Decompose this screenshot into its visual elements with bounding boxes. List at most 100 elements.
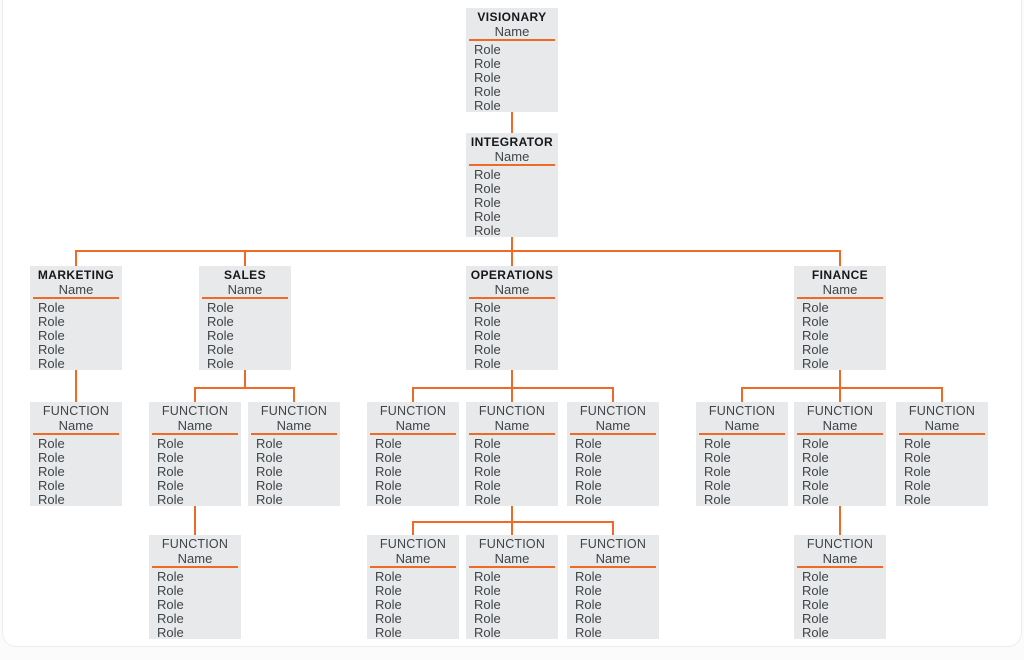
role-label: Role	[802, 625, 829, 640]
role-label: Role	[575, 450, 602, 465]
role-label: Role	[157, 478, 184, 493]
connector-vertical	[839, 388, 841, 402]
connector-vertical	[244, 370, 246, 389]
role-label: Role	[375, 583, 402, 598]
connector-vertical	[244, 251, 246, 266]
connector-vertical	[511, 388, 513, 402]
role-label: Role	[474, 314, 501, 329]
box-name: Name	[494, 24, 530, 39]
role-label: Role	[157, 625, 184, 640]
box-title: FUNCTION	[161, 404, 229, 418]
name-underline	[469, 297, 555, 299]
name-underline	[251, 433, 337, 435]
box-title: FUNCTION	[806, 404, 874, 418]
role-label: Role	[474, 436, 501, 451]
connector-horizontal	[194, 387, 295, 389]
name-underline	[469, 433, 555, 435]
name-underline	[699, 433, 785, 435]
role-label: Role	[802, 356, 829, 371]
role-label: Role	[802, 569, 829, 584]
box-name: Name	[494, 149, 530, 164]
role-label: Role	[157, 436, 184, 451]
role-label: Role	[474, 328, 501, 343]
connector-vertical	[741, 388, 743, 402]
box-name: Name	[395, 551, 431, 566]
box-title: FUNCTION	[478, 404, 546, 418]
connector-horizontal	[741, 387, 943, 389]
role-label: Role	[157, 569, 184, 584]
connector-vertical	[839, 370, 841, 389]
role-label: Role	[474, 342, 501, 357]
connector-vertical	[511, 112, 513, 133]
role-label: Role	[802, 597, 829, 612]
box-name: Name	[276, 418, 312, 433]
role-label: Role	[904, 492, 931, 507]
role-label: Role	[207, 314, 234, 329]
box-title: MARKETING	[37, 268, 115, 282]
role-label: Role	[474, 356, 501, 371]
box-name: Name	[822, 418, 858, 433]
box-name: Name	[822, 282, 858, 297]
role-label: Role	[802, 450, 829, 465]
role-label: Role	[375, 492, 402, 507]
role-label: Role	[575, 492, 602, 507]
role-label: Role	[474, 98, 501, 113]
role-label: Role	[474, 464, 501, 479]
role-label: Role	[802, 478, 829, 493]
role-label: Role	[207, 356, 234, 371]
box-name: Name	[595, 418, 631, 433]
role-label: Role	[474, 167, 501, 182]
role-label: Role	[474, 223, 501, 238]
role-label: Role	[474, 569, 501, 584]
role-label: Role	[474, 611, 501, 626]
name-underline	[469, 566, 555, 568]
connector-vertical	[511, 370, 513, 389]
box-name: Name	[58, 282, 94, 297]
role-label: Role	[474, 70, 501, 85]
connector-vertical	[511, 522, 513, 535]
role-label: Role	[38, 464, 65, 479]
role-label: Role	[575, 478, 602, 493]
role-label: Role	[474, 84, 501, 99]
box-title: FUNCTION	[579, 537, 647, 551]
role-label: Role	[704, 450, 731, 465]
box-name: Name	[227, 282, 263, 297]
role-label: Role	[207, 328, 234, 343]
role-label: Role	[904, 464, 931, 479]
role-label: Role	[38, 328, 65, 343]
role-label: Role	[802, 583, 829, 598]
role-label: Role	[375, 478, 402, 493]
role-label: Role	[575, 583, 602, 598]
connector-vertical	[412, 522, 414, 535]
connector-vertical	[612, 388, 614, 402]
box-name: Name	[822, 551, 858, 566]
connector-vertical	[612, 522, 614, 535]
role-label: Role	[474, 583, 501, 598]
box-title: FUNCTION	[806, 537, 874, 551]
role-label: Role	[575, 597, 602, 612]
role-label: Role	[474, 209, 501, 224]
box-title: FUNCTION	[379, 404, 447, 418]
role-label: Role	[375, 611, 402, 626]
role-label: Role	[375, 625, 402, 640]
box-title: FUNCTION	[161, 537, 229, 551]
